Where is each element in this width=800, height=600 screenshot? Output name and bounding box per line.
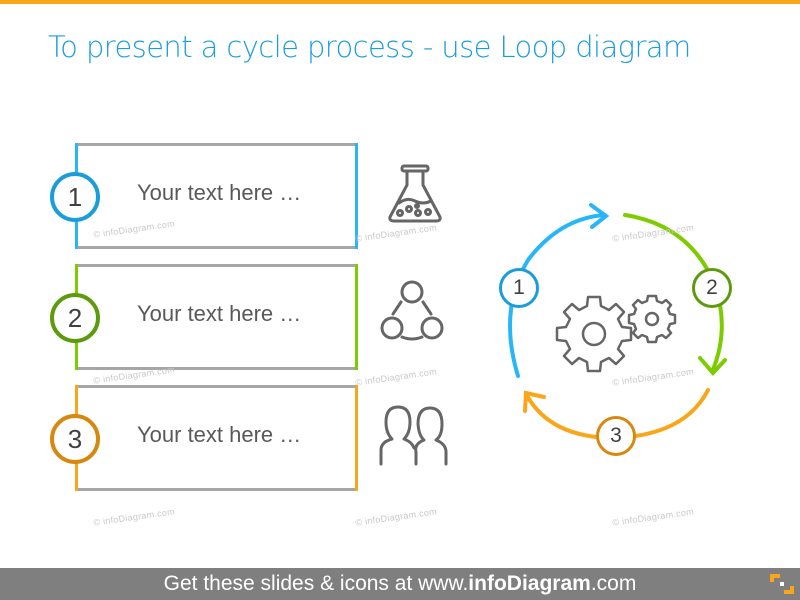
footer-text[interactable]: Get these slides & icons at www.infoDiag… xyxy=(163,572,637,595)
loop-diagram: 1 2 3 xyxy=(490,200,750,470)
cycle-node-3: 3 xyxy=(596,416,636,456)
gears-icon xyxy=(555,294,677,373)
infodiagram-logo-icon xyxy=(770,574,794,594)
footer-banner: Get these slides & icons at www.infoDiag… xyxy=(0,568,800,600)
step-box-1: 1 Your text here … xyxy=(50,143,358,249)
watermark: © infoDiagram.com xyxy=(354,506,438,528)
step-text[interactable]: Your text here … xyxy=(137,180,302,205)
top-accent-bar xyxy=(0,0,800,4)
step-number-badge: 1 xyxy=(50,172,100,222)
cycle-node-1: 1 xyxy=(499,268,539,308)
step-box-2: 2 Your text here … xyxy=(50,264,358,370)
watermark: © infoDiagram.com xyxy=(354,366,438,388)
step-text[interactable]: Your text here … xyxy=(137,422,302,447)
step-number-badge: 2 xyxy=(50,293,100,343)
step-box-3: 3 Your text here … xyxy=(50,385,358,491)
two-people-icon xyxy=(379,405,448,466)
step-text[interactable]: Your text here … xyxy=(137,301,302,326)
watermark: © infoDiagram.com xyxy=(354,222,438,244)
network-circles-icon xyxy=(380,280,444,341)
watermark: © infoDiagram.com xyxy=(92,506,176,528)
page-title: To present a cycle process - use Loop di… xyxy=(48,30,691,64)
flask-icon xyxy=(388,164,442,223)
step-number-badge: 3 xyxy=(50,414,100,464)
watermark: © infoDiagram.com xyxy=(611,506,695,528)
cycle-node-2: 2 xyxy=(692,268,732,308)
